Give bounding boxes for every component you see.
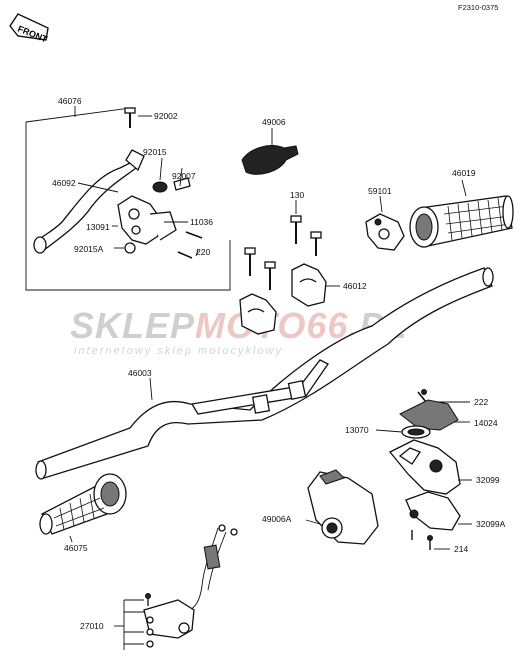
label-32099: 32099 bbox=[476, 475, 500, 485]
watermark-brand-a: SKLEP bbox=[70, 305, 195, 346]
label-11036: 11036 bbox=[190, 217, 213, 227]
label-49006: 49006 bbox=[262, 117, 286, 127]
label-92015: 92015 bbox=[143, 147, 167, 157]
front-arrow-icon: FRONT bbox=[9, 13, 49, 45]
label-46092: 46092 bbox=[52, 178, 76, 188]
kill-switch-27010 bbox=[114, 524, 238, 650]
label-49006A: 49006A bbox=[262, 514, 292, 524]
label-27010: 27010 bbox=[80, 621, 104, 631]
label-222: 222 bbox=[474, 397, 488, 407]
throttle-grip-assembly bbox=[365, 179, 514, 251]
label-92002: 92002 bbox=[154, 111, 178, 121]
handlebar-clamps-46012 bbox=[239, 263, 340, 335]
housing-cover-49006A bbox=[305, 469, 379, 545]
label-92015A: 92015A bbox=[74, 244, 104, 254]
diagram-code: F2310-0375 bbox=[458, 3, 498, 12]
watermark-brand-c: 66 bbox=[306, 305, 348, 346]
label-14024: 14024 bbox=[474, 418, 498, 428]
left-grip-46075 bbox=[39, 473, 127, 543]
label-46012: 46012 bbox=[343, 281, 367, 291]
label-214: 214 bbox=[454, 544, 468, 554]
label-46003: 46003 bbox=[128, 368, 152, 378]
handlebar-46003 bbox=[35, 267, 494, 480]
label-46075: 46075 bbox=[64, 543, 88, 553]
label-13091: 13091 bbox=[86, 222, 110, 232]
label-46076: 46076 bbox=[58, 96, 82, 106]
clutch-lever-assembly bbox=[25, 106, 231, 291]
label-220: 220 bbox=[196, 247, 210, 257]
label-32099A: 32099A bbox=[476, 519, 506, 529]
label-59101: 59101 bbox=[368, 186, 392, 196]
label-46019: 46019 bbox=[452, 168, 476, 178]
label-130: 130 bbox=[290, 190, 304, 200]
label-13070: 13070 bbox=[345, 425, 369, 435]
label-92007: 92007 bbox=[172, 171, 196, 181]
switch-housing-group bbox=[375, 389, 472, 550]
watermark-tagline: internetowy sklep motocyklowy bbox=[74, 345, 283, 357]
clamp-bolts-130 bbox=[244, 200, 322, 290]
lever-cover-49006 bbox=[241, 128, 299, 175]
